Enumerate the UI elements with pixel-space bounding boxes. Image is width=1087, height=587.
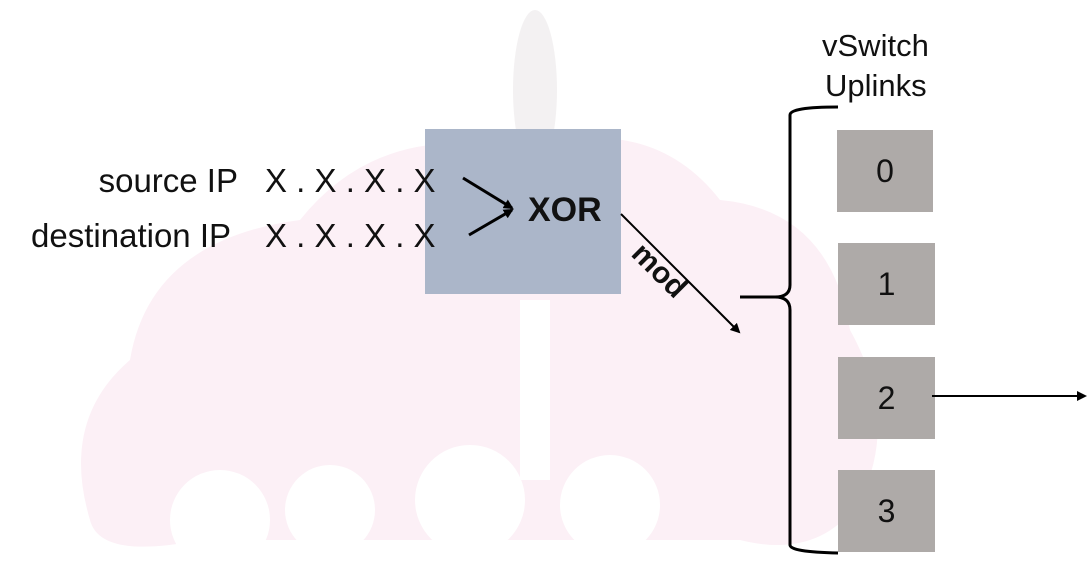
- mod-arrow: [620, 213, 741, 334]
- uplink-0: 0: [837, 130, 933, 212]
- xor-box: [425, 129, 621, 294]
- uplinks-header-line2: Uplinks: [825, 68, 927, 103]
- uplink-3-label: 3: [877, 492, 896, 529]
- destination-arrow: [468, 208, 514, 237]
- uplink-1-label: 1: [877, 265, 896, 302]
- uplink-0-label: 0: [876, 152, 894, 189]
- uplink-1: 1: [838, 243, 935, 325]
- uplink-2: 2: [838, 357, 935, 439]
- source-arrow: [462, 176, 514, 210]
- destination-ip-label: destination IP: [31, 217, 231, 254]
- uplinks-header-line1: vSwitch: [822, 28, 929, 63]
- uplink-2-label: 2: [877, 379, 896, 416]
- xor-operation-label: XOR: [528, 191, 602, 229]
- source-ip-value: X . X . X . X: [265, 162, 436, 199]
- uplink-3: 3: [838, 470, 935, 552]
- uplinks-brace: [740, 105, 839, 555]
- source-ip-label: source IP: [98, 162, 238, 199]
- destination-ip-value: X . X . X . X: [265, 217, 436, 254]
